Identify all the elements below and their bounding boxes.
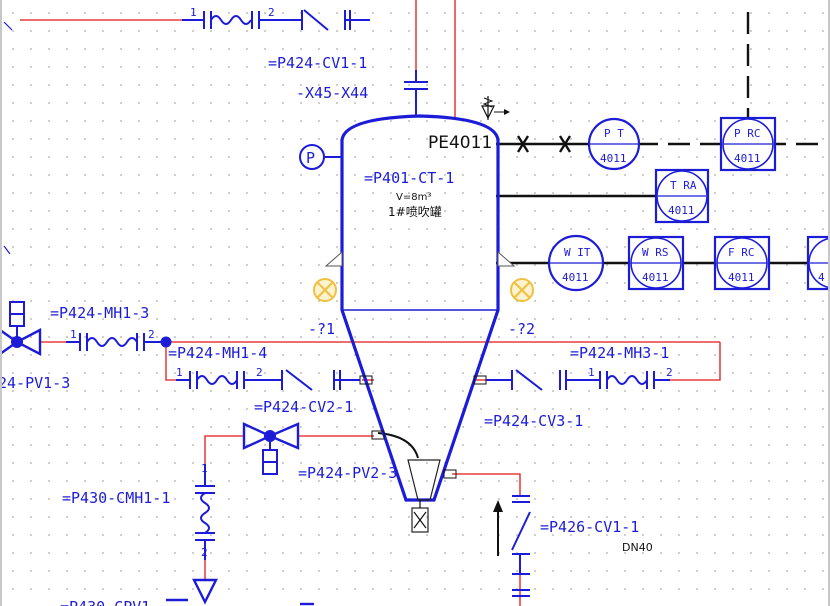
instrument-frc-number: 4011 [728, 271, 755, 284]
pressure-indicator-icon [299, 144, 325, 170]
valve-pv1-3[interactable] [0, 301, 42, 356]
mh3-1-label: =P424-MH3-1 [570, 344, 669, 362]
cmh1-1-pin-1: 1 [201, 462, 208, 475]
mh3-1-pin-2: 2 [666, 366, 673, 379]
cv1-1-label: =P424-CV1-1 [268, 54, 367, 72]
cv3-1-label: =P424-CV3-1 [484, 412, 583, 430]
window-border-right [828, 0, 830, 606]
pipe-pv2-left [204, 435, 244, 464]
instrument-tra-tag: T RA [670, 179, 697, 192]
discharge-cone [407, 459, 441, 501]
p426-size-label: DN40 [622, 541, 653, 554]
vessel-support-right [497, 250, 516, 267]
cmh1-1-hose-icon [200, 492, 210, 534]
instrument-prc[interactable]: P RC 4011 [719, 116, 777, 172]
mh1-3-label: =P424-MH1-3 [50, 304, 149, 322]
mh3-1-hose-icon [606, 375, 648, 385]
pressure-indicator-label: P [306, 149, 315, 167]
instrument-wrs-number: 4011 [642, 271, 669, 284]
cmh1-1-pin-2: 2 [201, 546, 208, 559]
instrument-wit[interactable]: W IT 4011 [547, 234, 605, 292]
lamp-left-icon [313, 278, 337, 302]
p426-cv1-1-label: =P426-CV1-1 [540, 518, 639, 536]
valve-bottom[interactable] [166, 578, 314, 606]
pressure-indicator[interactable]: P [299, 144, 342, 170]
mh1-4-pin-1: 1 [176, 366, 183, 379]
lamp-right-icon [510, 278, 534, 302]
flex-hose-icon [210, 15, 252, 25]
valve-cmh1-1[interactable]: 1 2 [195, 462, 215, 560]
mh1-4-hose-icon [196, 375, 238, 385]
top-nozzle [404, 70, 428, 116]
instrument-pt-tag: P T [604, 127, 624, 140]
valve-mh1-4[interactable]: 1 2 [176, 366, 282, 389]
nozzle-pv2 [371, 430, 385, 440]
valve-mh3-1[interactable]: 1 2 [588, 366, 673, 389]
instrument-wrs[interactable]: W RS 4011 [627, 235, 685, 291]
edge-tick-mid [3, 245, 11, 255]
instrument-wit-tag: W IT [564, 246, 591, 259]
valve-pv2-3[interactable] [242, 422, 300, 475]
instrument-prc-tag: P RC [734, 127, 761, 140]
support-left-label: -?1 [308, 320, 335, 338]
window-border-left [0, 0, 2, 606]
mh1-4-label: =P424-MH1-4 [168, 344, 267, 362]
x-mark-1 [516, 135, 530, 153]
pipe-p426 [452, 473, 521, 496]
cmh1-1-label: =P430-CMH1-1 [62, 489, 170, 507]
vessel-pe4011[interactable] [324, 114, 516, 533]
instrument-edge[interactable]: 4 [806, 235, 830, 291]
instrument-edge-number: 4 [818, 271, 825, 284]
cv2-1-label: =P424-CV2-1 [254, 398, 353, 416]
mh1-3-pin-2: 2 [148, 328, 155, 341]
mh3-1-pin-1: 1 [588, 366, 595, 379]
top-pin-2: 2 [268, 6, 275, 19]
vessel-tag: PE4011 [428, 133, 492, 153]
vessel-shell [340, 114, 500, 502]
pv2-3-label: =P424-PV2-3 [298, 464, 397, 482]
valve-mh1-3[interactable]: 1 2 [66, 328, 172, 351]
valve-cv2-1[interactable] [281, 369, 360, 391]
pipe-right-loop [670, 342, 721, 381]
instrument-pt-number: 4011 [600, 152, 627, 165]
cv1-1-sub-label: -X45-X44 [296, 84, 368, 102]
flow-arrow-head [493, 500, 503, 512]
top-pin-1: 1 [190, 6, 197, 19]
bottom-valve-label: =P430-CPV1 [60, 598, 150, 606]
junction-dot [160, 336, 172, 348]
mh1-3-hose-icon [86, 337, 138, 347]
instrument-wit-number: 4011 [562, 271, 589, 284]
instrument-tra-number: 4011 [668, 204, 695, 217]
pipe-mh1-branch [165, 342, 176, 381]
instrument-frc-tag: F RC [728, 246, 755, 259]
vessel-volume: V=8m³ [396, 192, 431, 203]
pv1-3-label: 24-PV1-3 [0, 374, 70, 392]
support-right-label: -?2 [508, 320, 535, 338]
x-mark-2 [558, 135, 572, 153]
mh1-3-pin-1: 1 [70, 328, 77, 341]
instrument-wrs-tag: W RS [642, 246, 669, 259]
edge-tick-top [3, 21, 13, 31]
instrument-tra[interactable]: T RA 4011 [654, 168, 710, 224]
mh1-4-pin-2: 2 [256, 366, 263, 379]
valve-cv3-1[interactable] [486, 369, 590, 391]
instrument-pt[interactable]: P T 4011 [587, 117, 641, 171]
vessel-id-label: =P401-CT-1 [364, 169, 454, 187]
relief-valve-icon[interactable] [481, 96, 510, 120]
vessel-support-left [324, 250, 343, 267]
top-valve-group[interactable]: 1 2 [182, 6, 370, 31]
nozzle-p426 [443, 469, 457, 479]
pipelines [20, 0, 721, 606]
instrument-frc[interactable]: F RC 4011 [713, 235, 771, 291]
instrument-prc-number: 4011 [734, 152, 761, 165]
valve-p426-cv1-1[interactable] [511, 495, 531, 597]
vessel-description: 1#喷吹罐 [388, 205, 442, 219]
